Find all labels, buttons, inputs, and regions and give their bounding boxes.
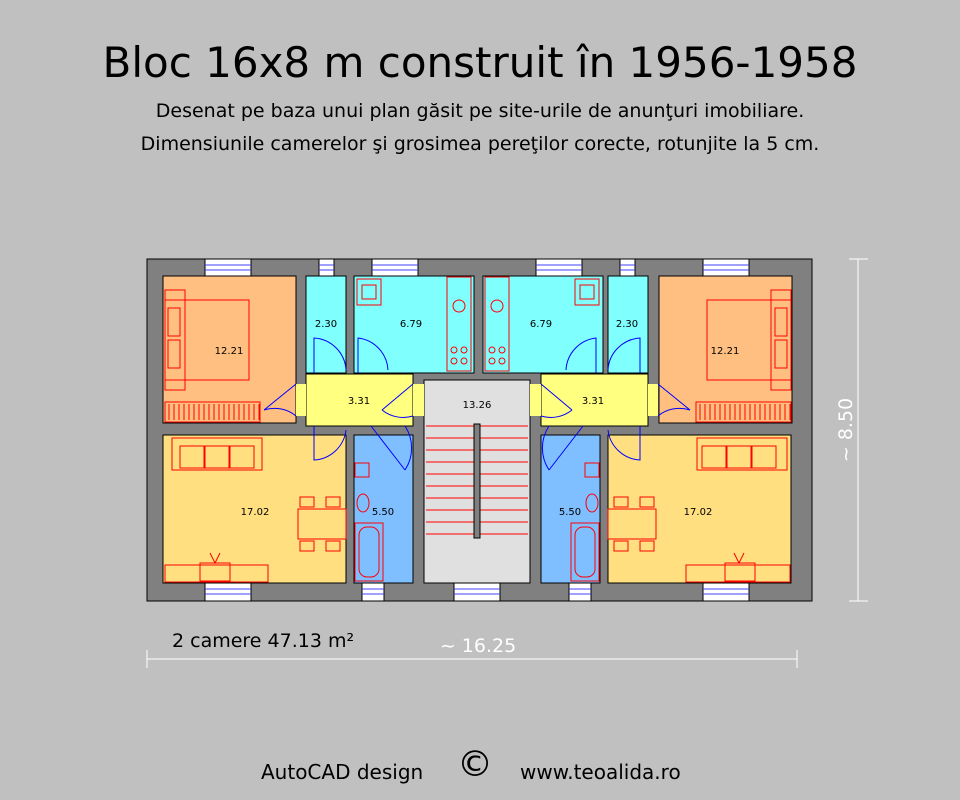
label-storage-right: 2.30 (616, 319, 638, 330)
label-hall-right: 3.31 (582, 396, 604, 407)
dim-horizontal-label: ~ 16.25 (440, 635, 516, 657)
dim-vertical-label: ~ 8.50 (835, 398, 857, 462)
subtitle-line-1: Desenat pe baza unui plan găsit pe site-… (155, 100, 805, 122)
label-storage-left: 2.30 (315, 319, 337, 330)
storage-left (305, 275, 347, 374)
label-bedroom-right: 12.21 (711, 346, 740, 357)
label-bath-left: 5.50 (372, 507, 394, 518)
kitchen-left (353, 275, 475, 374)
label-kitchen-right: 6.79 (530, 319, 552, 330)
page-title: Bloc 16x8 m construit în 1956-1958 (102, 38, 858, 87)
copyright-icon: © (457, 744, 493, 785)
kitchen-right (482, 275, 604, 374)
footer-design-label: AutoCAD design (261, 760, 424, 784)
label-bedroom-left: 12.21 (215, 346, 244, 357)
doors (263, 337, 691, 471)
furniture (164, 276, 792, 583)
subtitle-line-2: Dimensiunile camerelor şi grosimea pereţ… (140, 133, 820, 155)
footer-website[interactable]: www.teoalida.ro (520, 760, 681, 784)
apartment-summary: 2 camere 47.13 m² (172, 630, 355, 652)
hall-left (305, 373, 414, 427)
hall-right (540, 373, 649, 427)
dimension-horizontal (146, 650, 798, 668)
dimension-vertical (849, 258, 868, 602)
label-hall-left: 3.31 (348, 396, 370, 407)
label-living-right: 17.02 (684, 507, 713, 518)
label-stair: 13.26 (463, 400, 492, 411)
label-living-left: 17.02 (241, 507, 270, 518)
label-kitchen-left: 6.79 (400, 319, 422, 330)
label-bath-right: 5.50 (559, 507, 581, 518)
storage-right (607, 275, 649, 374)
stair-core (473, 423, 481, 539)
windows (204, 258, 750, 602)
